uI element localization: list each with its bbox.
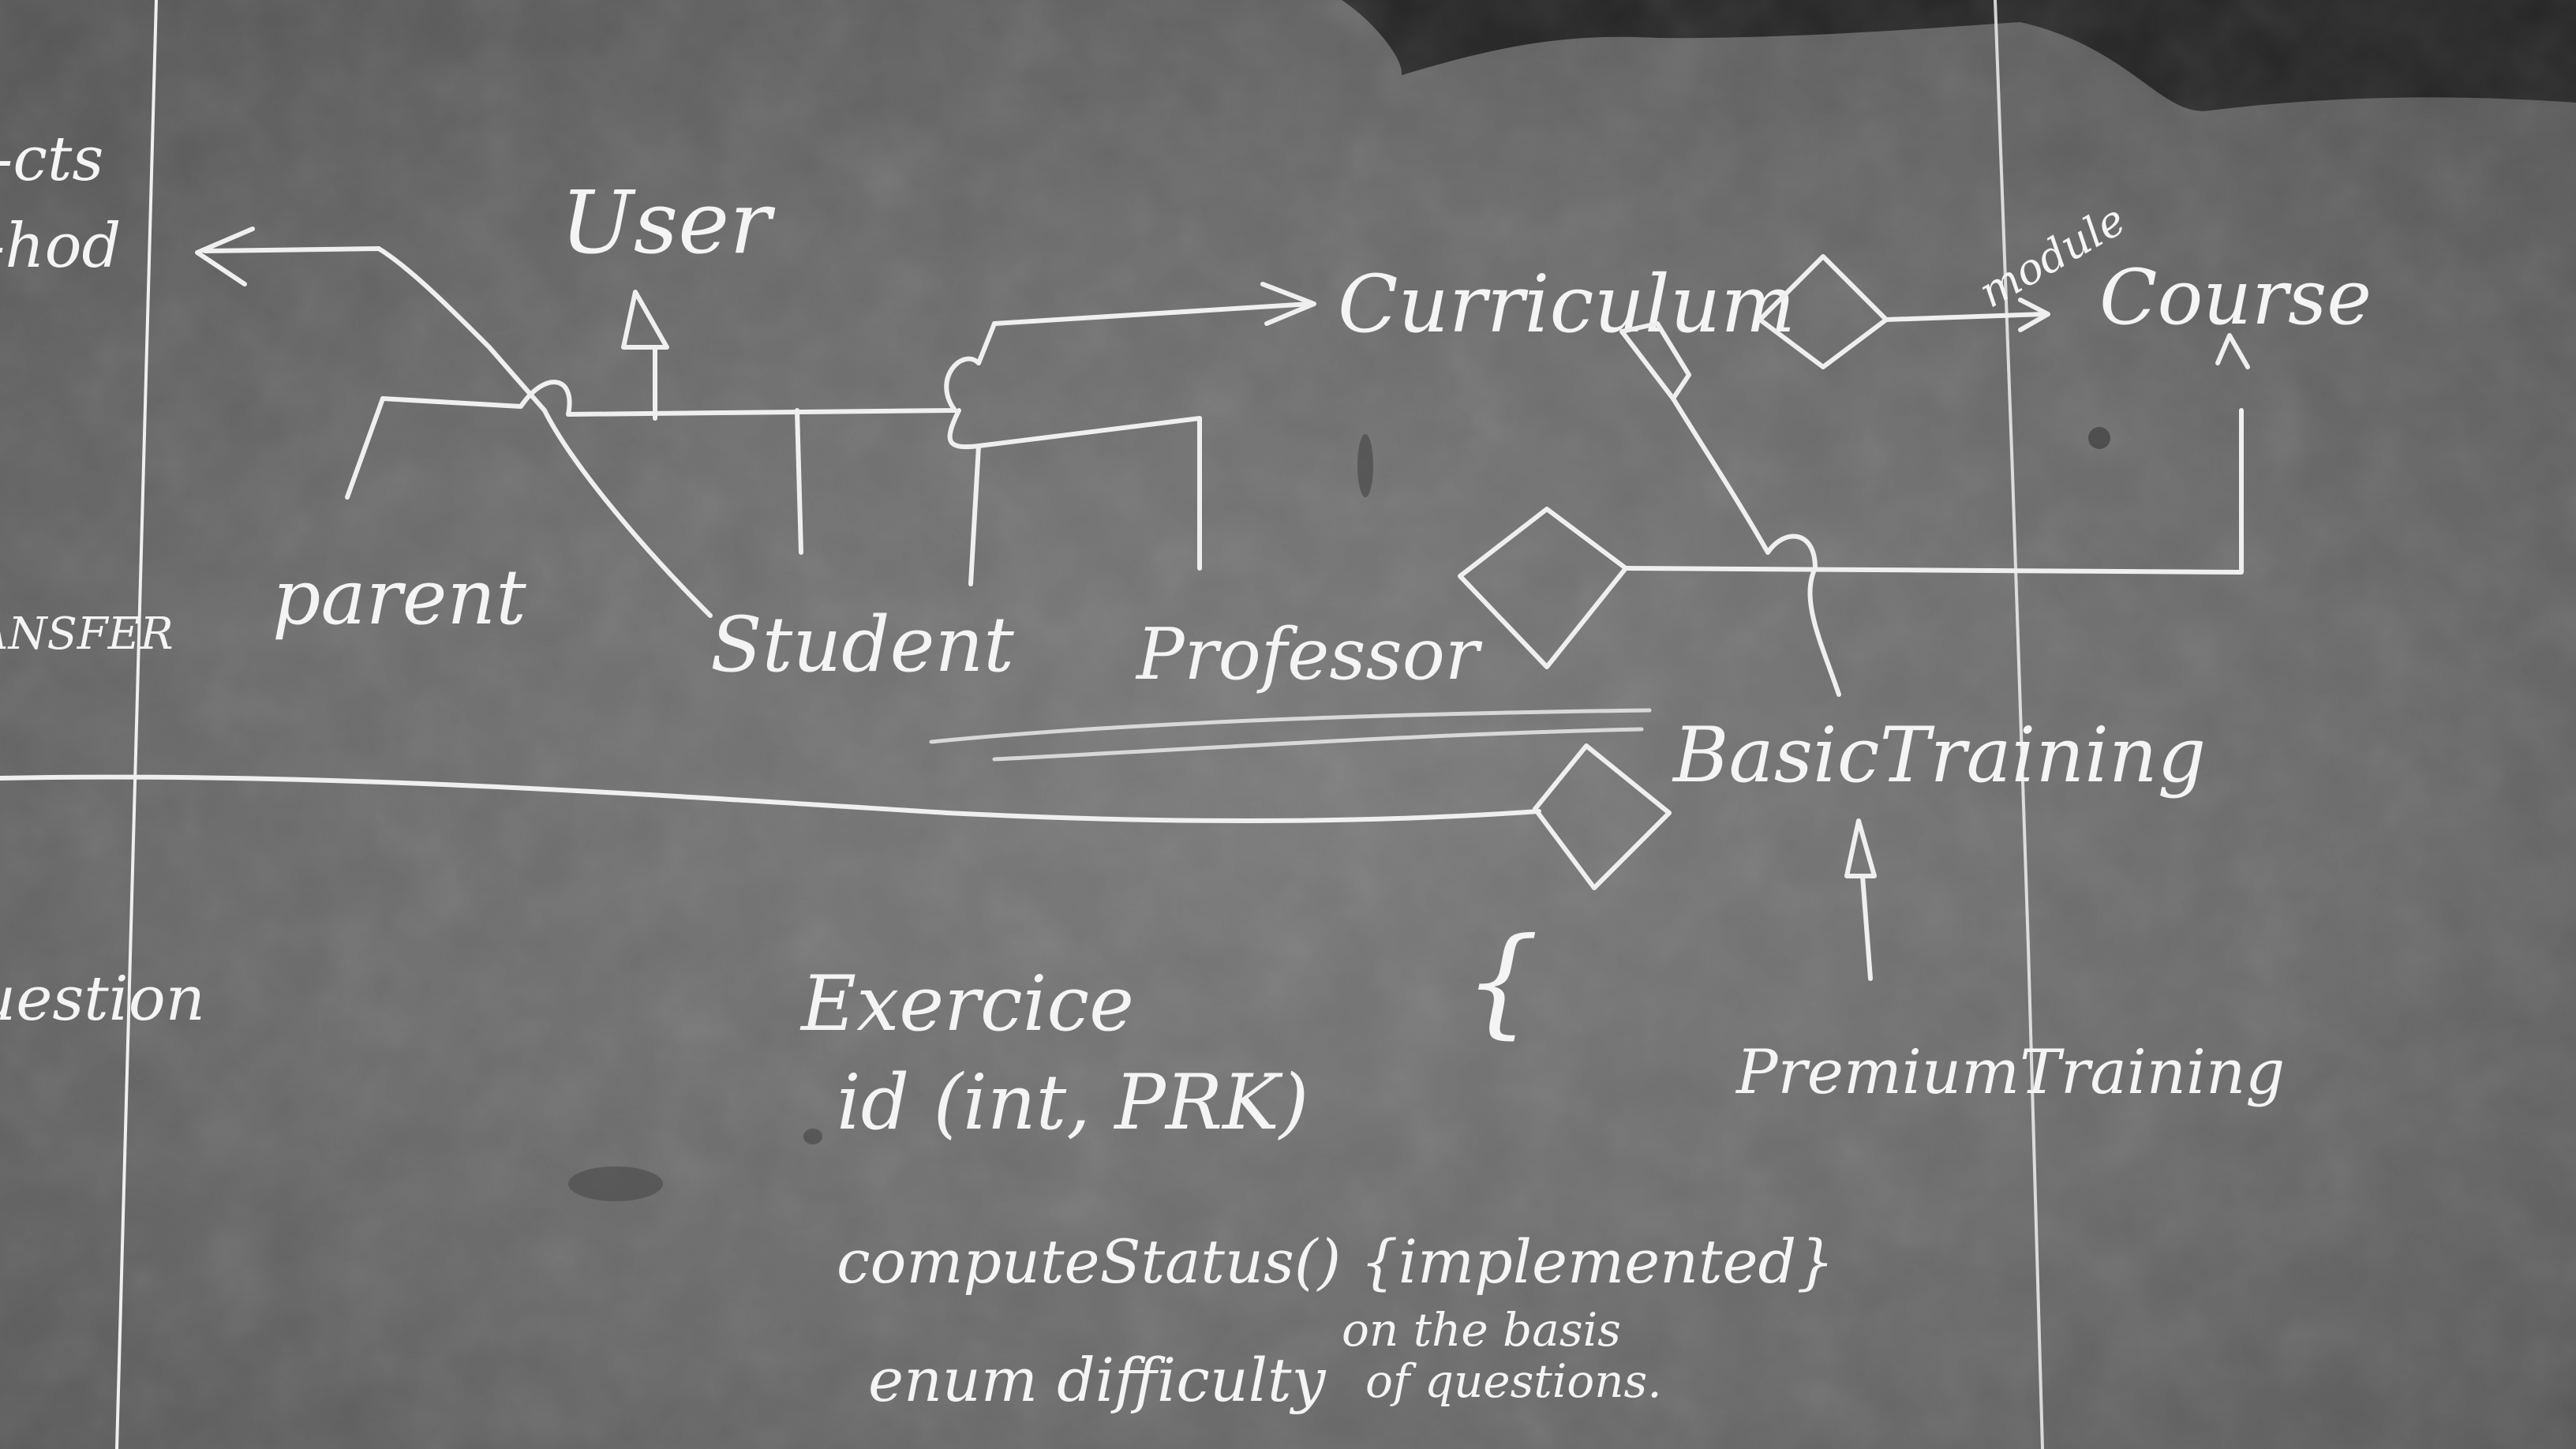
student-curriculum-arrow: [976, 301, 1312, 365]
brace-mark: {: [1464, 913, 1539, 1050]
eraser-smudge: [1357, 434, 1373, 497]
dependency-arrow: [203, 246, 547, 413]
branch-parent: [345, 396, 385, 500]
class-curriculum: Curriculum: [1338, 258, 1795, 350]
arrowhead: [1260, 282, 1316, 326]
training-course-line: [1623, 408, 2244, 575]
fragment-text: uestion: [0, 964, 205, 1035]
scratch-line: [929, 708, 1652, 762]
class-student: Student: [710, 601, 1014, 689]
fragment-text: ANSFER: [0, 608, 174, 660]
curriculum-basic-line: [1671, 396, 1841, 697]
exercise-note: on the basis: [1342, 1303, 1621, 1357]
class-basic-training: BasicTraining: [1672, 711, 2206, 799]
generalization-arrow: [621, 290, 669, 350]
exercise-enum: enum difficulty: [868, 1345, 1327, 1415]
eraser-smudge: [2088, 427, 2110, 449]
branch-student: [795, 408, 803, 555]
exercise-note: of questions.: [1365, 1354, 1662, 1408]
class-exercise: Exercice: [799, 960, 1134, 1048]
eraser-smudge: [568, 1166, 663, 1201]
class-user: User: [560, 172, 776, 273]
panel-seam: [115, 0, 158, 1449]
eraser-smudge: [803, 1129, 822, 1144]
class-professor: Professor: [1135, 613, 1483, 696]
class-parent: parent: [272, 553, 526, 642]
branch-student-2: [968, 444, 981, 586]
class-course: Course: [2099, 253, 2372, 342]
class-premium-training: PremiumTraining: [1735, 1037, 2285, 1108]
composition-diamond: [1619, 321, 1691, 401]
panel-seam: [1994, 0, 2044, 1449]
arrowhead: [2018, 298, 2050, 332]
arrowhead: [2215, 333, 2250, 369]
arrowhead: [195, 227, 255, 286]
lower-diamond: [1533, 743, 1672, 890]
exercise-method: computeStatus() {implemented}: [837, 1226, 1835, 1297]
fragment-text: -hod: [0, 211, 121, 282]
curriculum-course-line: [1884, 312, 2046, 322]
generalization-arrow: [1844, 818, 1877, 981]
divider-line: [0, 774, 1541, 823]
fragment-text: -cts: [0, 124, 103, 195]
exercise-id-field: id (int, PRK): [837, 1058, 1309, 1147]
student-diagonal: [542, 408, 713, 618]
